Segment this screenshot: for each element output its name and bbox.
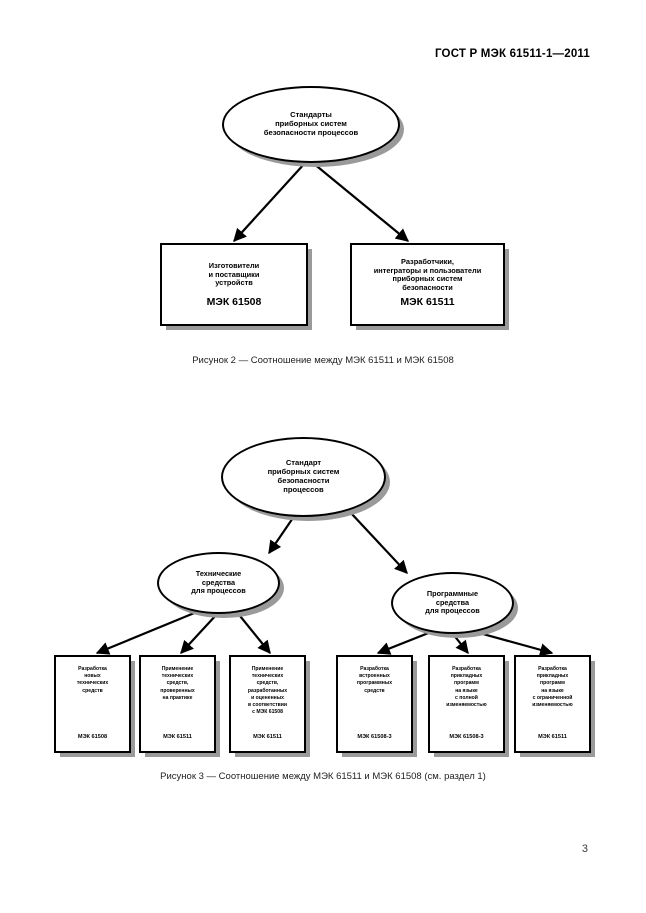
fig2-box-designers-code: МЭК 61511 bbox=[400, 296, 455, 308]
figure-3-caption: Рисунок 3 — Соотношение между МЭК 61511 … bbox=[160, 771, 486, 782]
fig3-leaf-box-4-code: МЭК 61508-3 bbox=[357, 734, 392, 740]
fig2-box-manufacturers-code: МЭК 61508 bbox=[206, 296, 262, 308]
figure-2-caption: Рисунок 2 — Соотношение между МЭК 61511 … bbox=[192, 355, 454, 366]
connector-fig3-right-leaf5 bbox=[452, 633, 469, 655]
connector-fig3-right-leaf4 bbox=[376, 628, 437, 655]
page-number: 3 bbox=[581, 843, 588, 855]
fig3-leaf-box-2-code: МЭК 61511 bbox=[163, 734, 192, 740]
connector-fig3-left-leaf1 bbox=[95, 607, 205, 655]
connector-fig3-root-right bbox=[349, 511, 408, 574]
fig3-leaf-box-3-code: МЭК 61511 bbox=[253, 734, 282, 740]
connector-fig3-root-left bbox=[268, 511, 298, 555]
fig3-leaf-box-6-code: МЭК 61511 bbox=[538, 734, 567, 740]
document-header: ГОСТ Р МЭК 61511-1—2011 bbox=[434, 48, 590, 60]
fig3-leaf-box-1-code: МЭК 61508 bbox=[77, 734, 108, 740]
connector-fig3-left-leaf3 bbox=[235, 610, 271, 655]
connector-fig2-right bbox=[312, 162, 410, 242]
connector-fig3-left-leaf2 bbox=[180, 612, 219, 654]
connector-fig3-right-leaf6 bbox=[471, 629, 554, 657]
connector-fig2-left bbox=[233, 162, 306, 242]
fig3-leaf-box-5-code: МЭК 61508-3 bbox=[449, 734, 484, 740]
